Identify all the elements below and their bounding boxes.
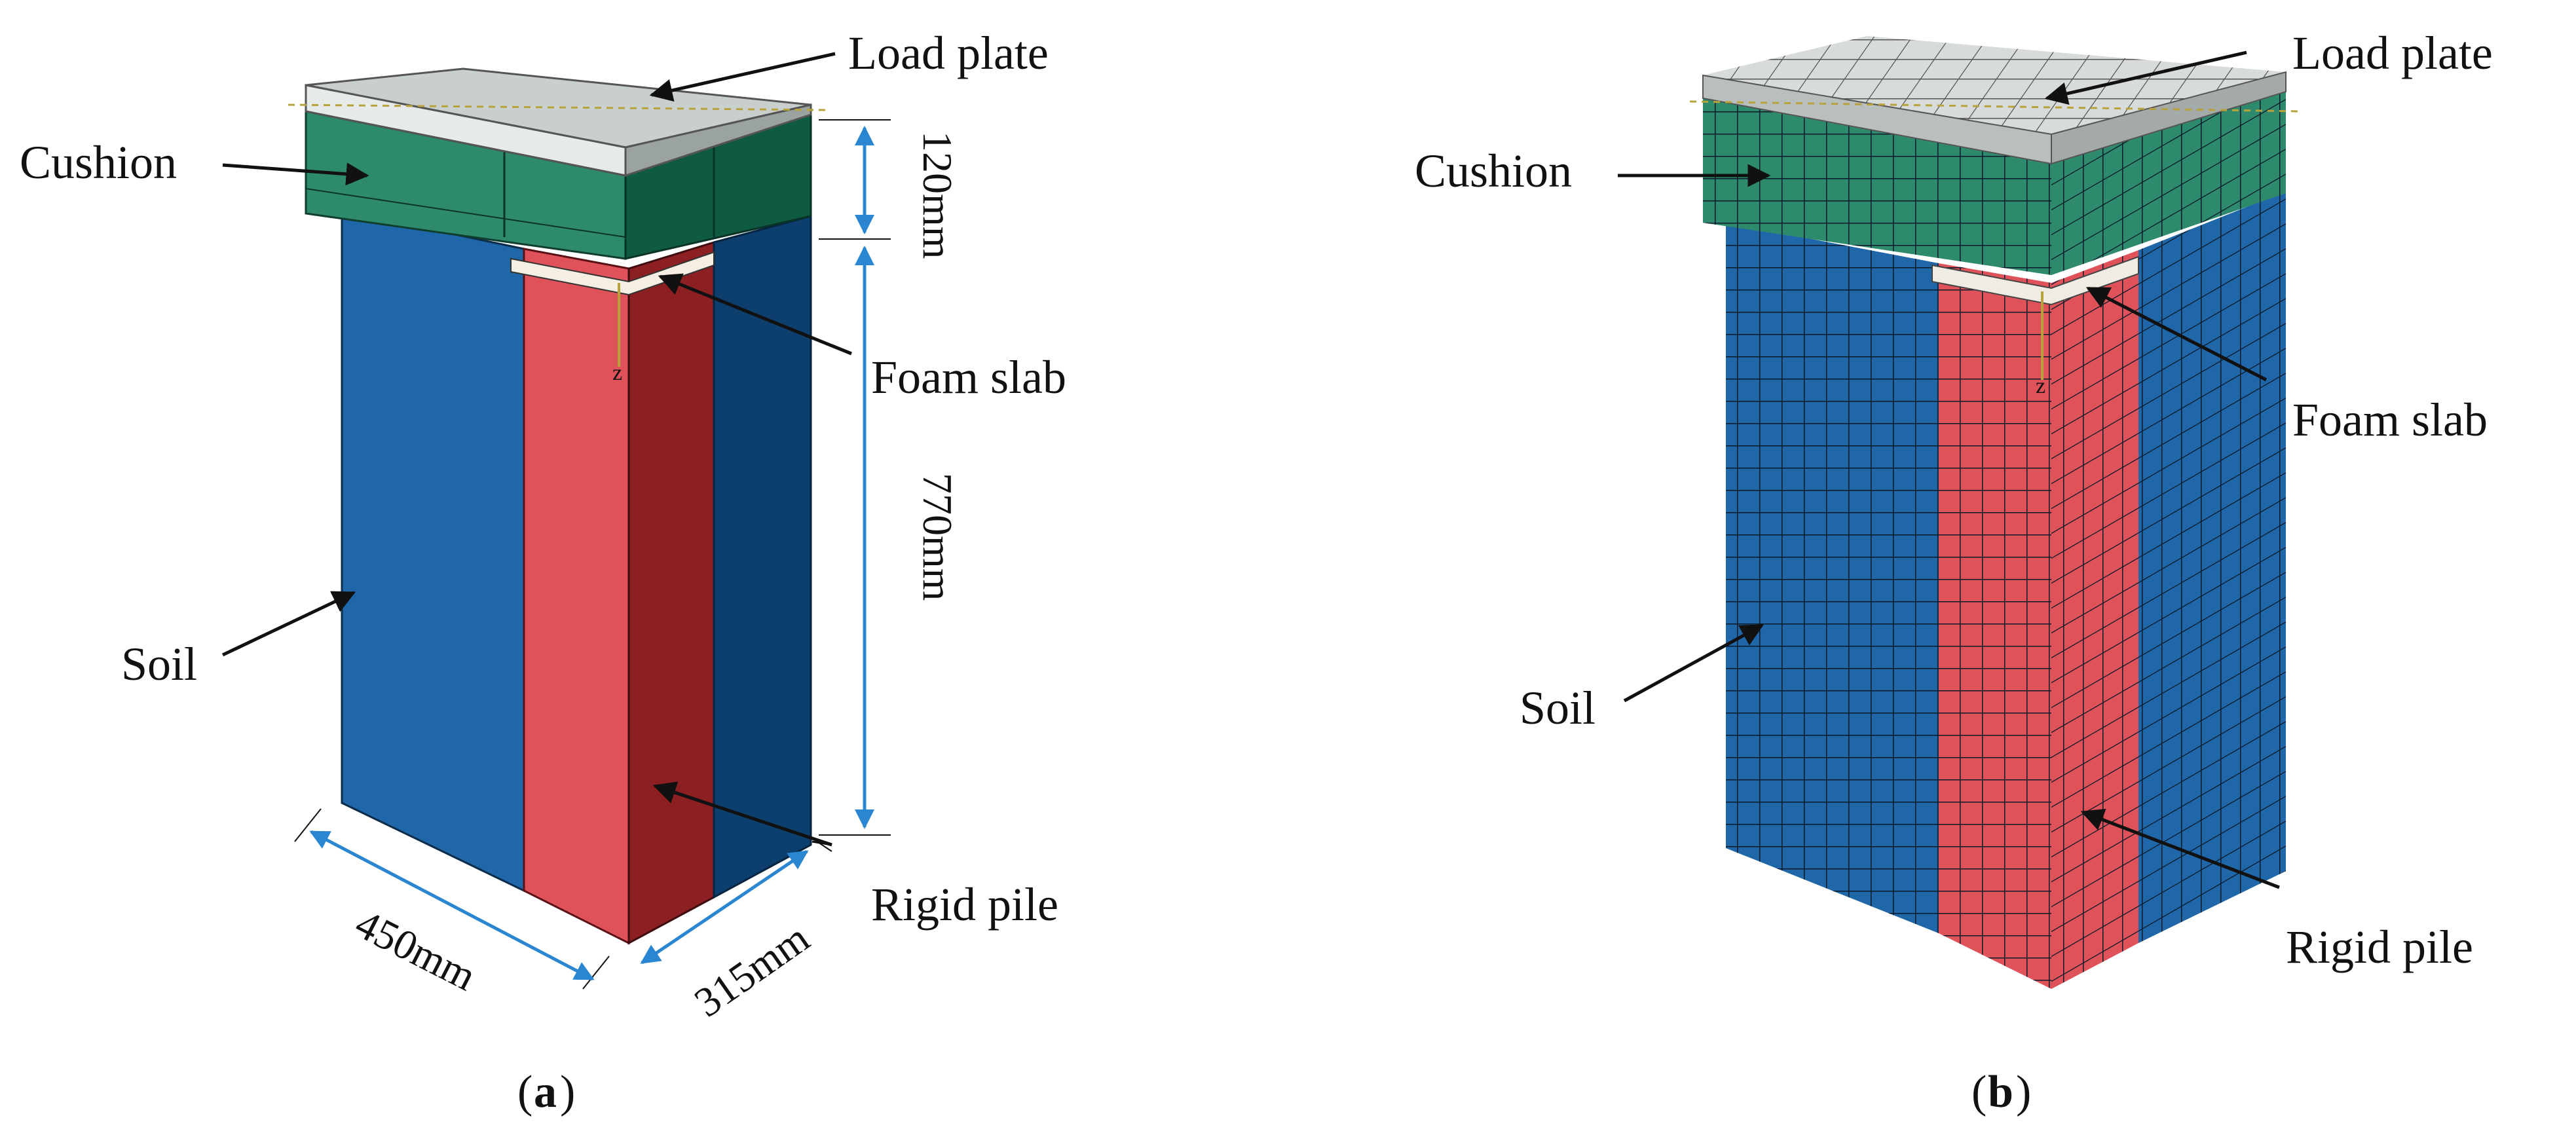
- mesh-soil-side-grid: [2138, 191, 2286, 943]
- mesh-foam-slab: [1932, 255, 2139, 306]
- load-plate-arrow: [649, 52, 836, 102]
- caption-a-close: ): [560, 1067, 575, 1117]
- rigid-pile-label: Rigid pile: [2286, 921, 2473, 973]
- caption-b-close: ): [2016, 1067, 2031, 1117]
- cushion-arrow: [222, 162, 369, 186]
- dashed-interface: [1689, 100, 2300, 113]
- mesh-pile-front-grid: [1939, 263, 2051, 989]
- mesh-soil-front-grid: [1726, 223, 1939, 933]
- soil-label: Soil: [121, 638, 197, 690]
- dim-120-label: 120mm: [914, 131, 961, 259]
- soil-side: [713, 215, 812, 899]
- axis-z-label: z: [2036, 374, 2045, 398]
- caption-b-open: (: [1971, 1067, 1987, 1117]
- caption-a-open: (: [517, 1067, 532, 1117]
- rigid-pile-arrow: [2080, 808, 2280, 889]
- rigid-pile-leader: [812, 840, 832, 846]
- soil-front: [341, 210, 525, 893]
- cushion-label: Cushion: [20, 136, 177, 189]
- load-plate-label: Load plate: [2292, 27, 2493, 79]
- load-plate-side: [624, 103, 812, 177]
- dim-line-315: [640, 849, 809, 965]
- panel-b: z Load plate Cushion Foam slab Soil Rigi…: [1415, 27, 2493, 1117]
- foam-slab-arrow: [658, 273, 852, 356]
- foam-slab-label: Foam slab: [2292, 394, 2488, 446]
- foam-slab: [510, 251, 715, 296]
- dim-315-label: 315mm: [686, 914, 817, 1026]
- axis-z-label: z: [612, 361, 622, 385]
- mesh-pile-side-grid: [2051, 250, 2138, 989]
- dim-ext: [294, 808, 322, 842]
- panel-a: z Load plate Cushion Foam slab Soil Rigi…: [20, 27, 1066, 1117]
- pile-front: [523, 248, 630, 945]
- rigid-pile-arrow: [652, 781, 832, 847]
- caption-a-letter: a: [534, 1067, 557, 1117]
- load-plate-label: Load plate: [848, 27, 1049, 79]
- dim-line-450: [309, 830, 595, 981]
- dim-ext: [582, 956, 610, 990]
- soil-arrow: [221, 591, 356, 657]
- rigid-pile-label: Rigid pile: [871, 878, 1058, 931]
- soil-label: Soil: [1520, 682, 1596, 734]
- dim-ext: [812, 838, 832, 852]
- foam-slab-arrow: [2085, 286, 2268, 382]
- pile-side: [627, 240, 715, 945]
- soil-arrow: [1623, 623, 1764, 703]
- dim-450-label: 450mm: [348, 900, 483, 999]
- mesh-cushion-side-grid: [2051, 92, 2286, 275]
- cushion-seam: [305, 188, 626, 238]
- mesh-cushion-front-grid: [1703, 98, 2051, 275]
- caption-b-letter: b: [1988, 1067, 2013, 1117]
- mesh-load-plate-side: [2051, 71, 2287, 165]
- cushion-label: Cushion: [1415, 145, 1572, 197]
- foam-slab-label: Foam slab: [871, 351, 1066, 403]
- dim-770-label: 770mm: [914, 473, 961, 601]
- load-plate-arrow: [2044, 50, 2247, 105]
